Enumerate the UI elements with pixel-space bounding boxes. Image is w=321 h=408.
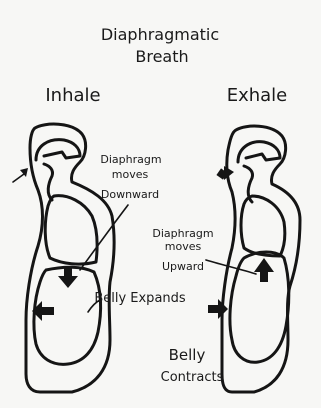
exhale-diaphragm-label-line1: Diaphragm <box>152 227 213 240</box>
inhale-airway <box>44 164 53 200</box>
inhale-diaphragm-down-arrow <box>58 266 78 288</box>
inhale-down-arrow-shaft <box>64 266 72 276</box>
inhale-head-cap <box>36 140 80 160</box>
exhale-body-outline <box>222 126 300 392</box>
exhale-lungs <box>241 196 285 256</box>
inhale-diaphragm-label-line2: moves <box>112 168 149 181</box>
exhale-figure <box>208 126 300 392</box>
exhale-diaphragm-up-arrow <box>254 258 274 282</box>
inhale-heading: Inhale <box>45 85 100 106</box>
exhale-up-arrow-head <box>254 258 274 272</box>
exhale-up-arrow-shaft <box>260 272 268 282</box>
inhale-lungs <box>45 196 97 264</box>
exhale-belly-arrow-shaft <box>208 305 218 313</box>
title-line-2: Breath <box>135 47 188 66</box>
exhale-diaphragm-leader <box>206 260 256 274</box>
exhale-head-cap <box>238 142 280 162</box>
title-line-1: Diaphragmatic <box>101 25 219 44</box>
inhale-diaphragm-leader <box>80 205 128 270</box>
inhale-figure <box>13 124 114 392</box>
exhale-belly-label-line1: Belly <box>169 346 206 364</box>
inhale-down-arrow-head <box>58 276 78 288</box>
inhale-belly-arrow-shaft <box>42 307 54 315</box>
exhale-air-arrow <box>216 166 234 180</box>
exhale-diaphragm-label-line3: Upward <box>162 260 204 273</box>
inhale-diaphragm-label-line1: Diaphragm <box>100 153 161 166</box>
inhale-air-in-arrow-shaft <box>13 174 24 182</box>
inhale-belly-label: Belly Expands <box>94 291 186 306</box>
exhale-heading: Exhale <box>227 85 288 106</box>
inhale-diaphragm-label-line3: Downward <box>101 188 159 201</box>
exhale-belly-label-line2: Contracts <box>161 370 224 385</box>
inhale-air-in-arrow <box>13 168 28 182</box>
exhale-diaphragm-label-line2: moves <box>165 240 202 253</box>
exhale-belly-in-arrow <box>208 299 228 319</box>
